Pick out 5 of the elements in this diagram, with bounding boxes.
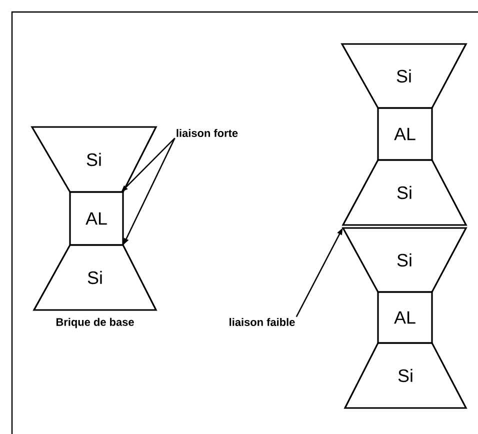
square-block: AL	[377, 291, 433, 344]
square-block: AL	[69, 191, 124, 246]
square-block: AL	[377, 107, 433, 161]
bond-label: liaison faible	[230, 318, 295, 326]
bond-label: liaison forte	[176, 128, 238, 138]
